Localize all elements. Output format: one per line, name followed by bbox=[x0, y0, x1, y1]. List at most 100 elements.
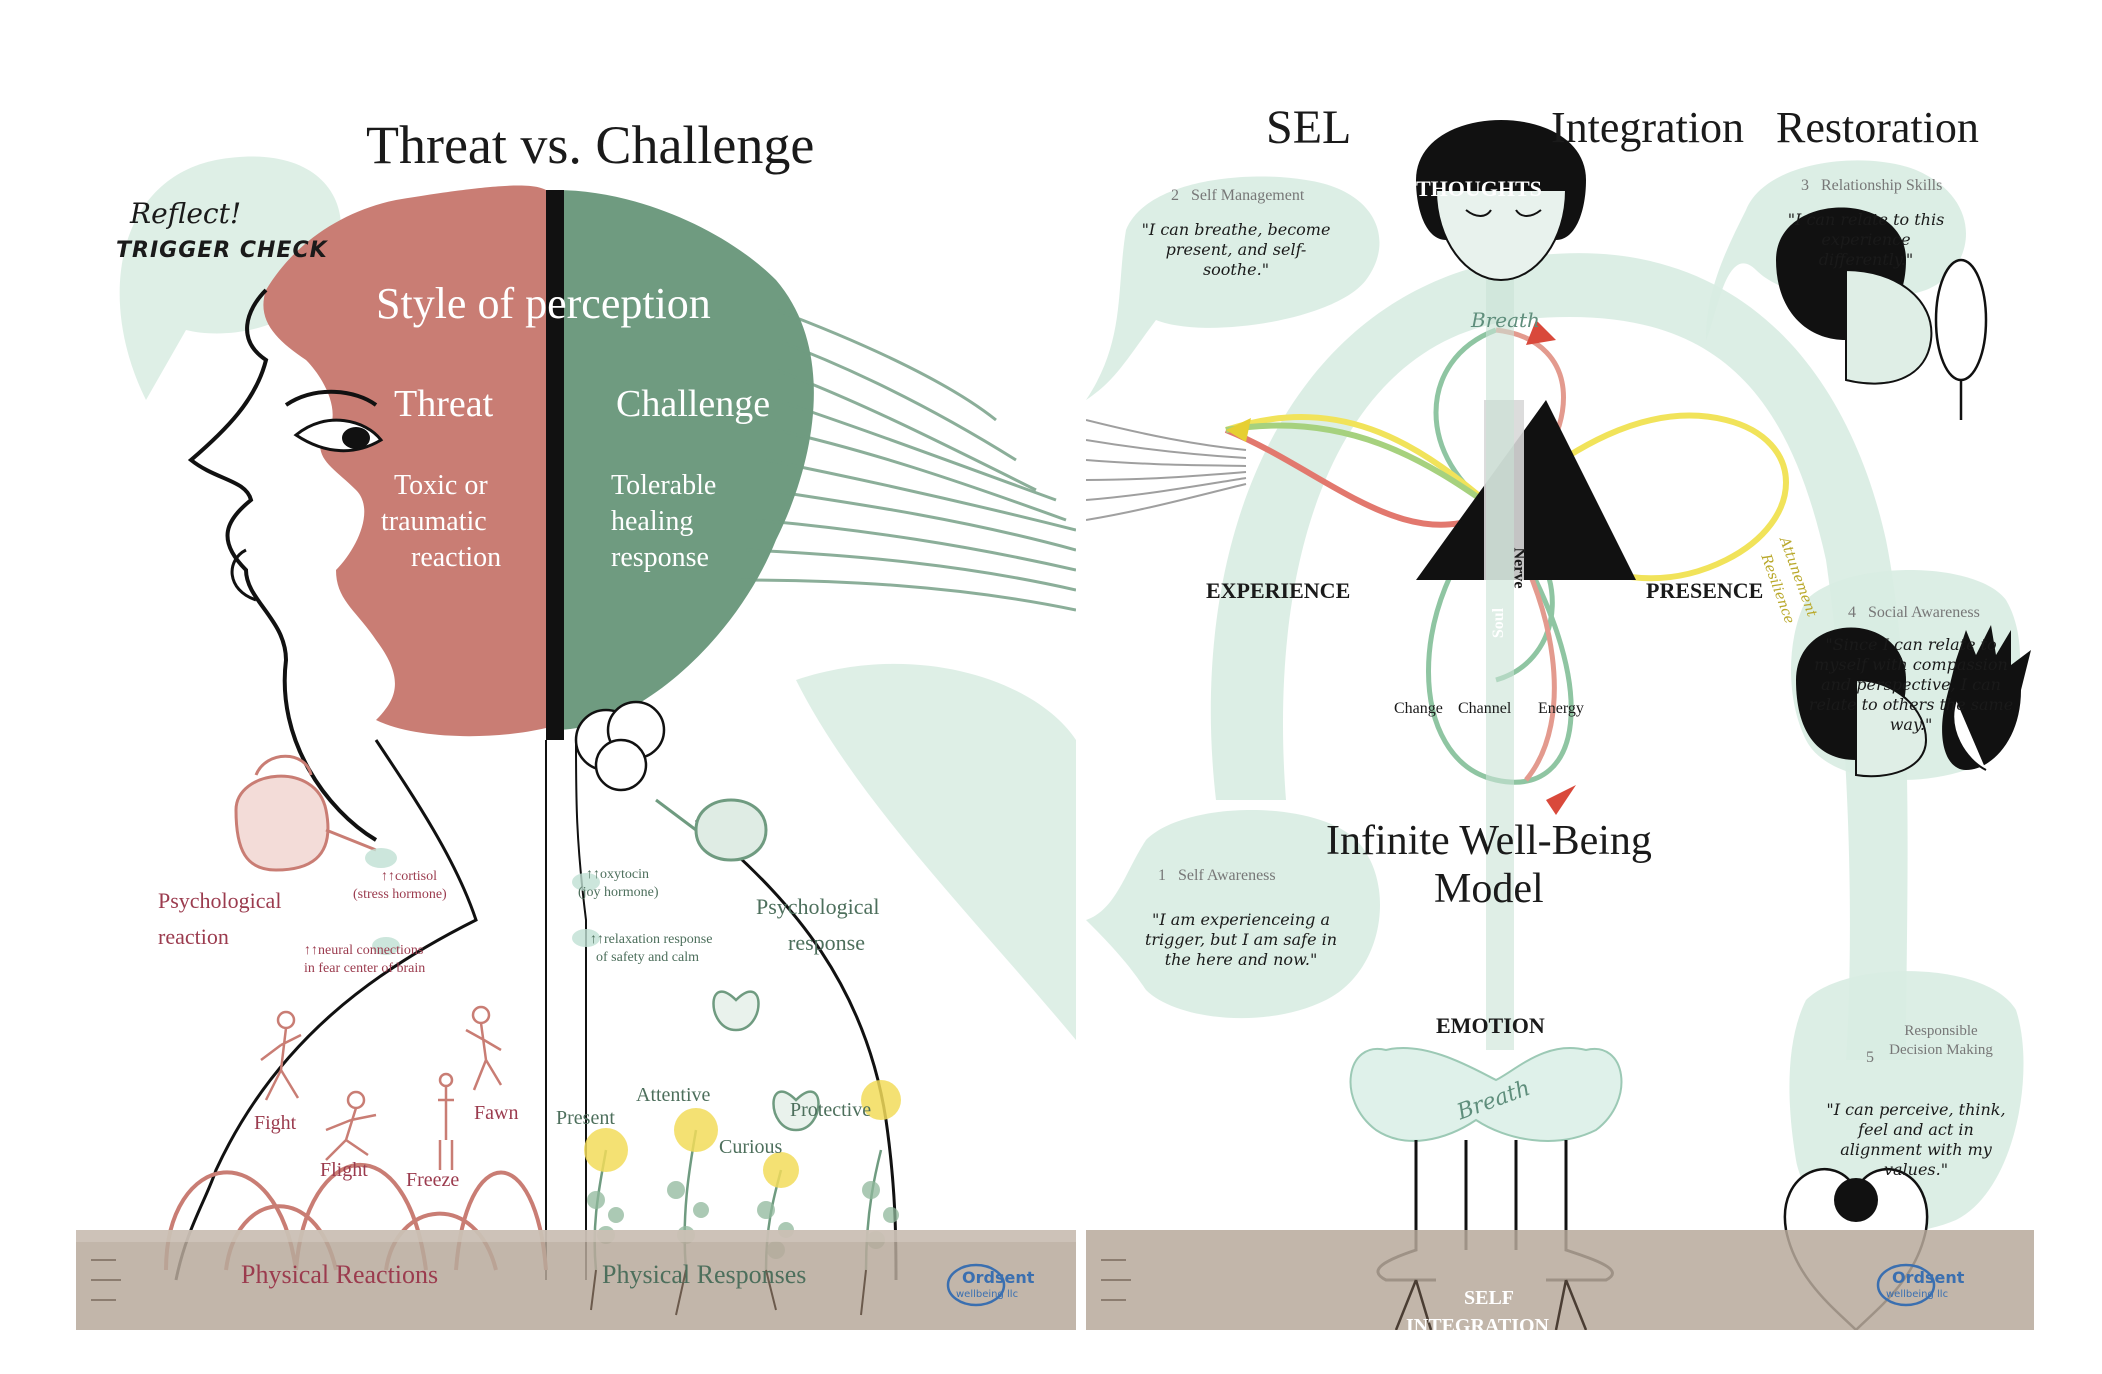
trigger-check-label: TRIGGER CHECK bbox=[116, 238, 328, 263]
physical-reactions: Physical Reactions bbox=[241, 1260, 439, 1289]
brand-tag-left: wellbeing llc bbox=[956, 1289, 1019, 1300]
psych-response-1: Psychological bbox=[756, 894, 880, 919]
challenge-label: Challenge bbox=[616, 383, 771, 425]
torso-outline bbox=[174, 739, 478, 1281]
mouth bbox=[230, 548, 257, 602]
response-protective: Protective bbox=[790, 1099, 872, 1121]
relaxation-2: of safety and calm bbox=[596, 950, 700, 965]
integration-label: Integration bbox=[1551, 103, 1745, 152]
triangle-change: Change bbox=[1394, 700, 1443, 717]
arrow-yellow-left bbox=[1226, 418, 1251, 442]
arrow-red-top bbox=[1526, 320, 1556, 345]
psych-reaction-2: reaction bbox=[158, 924, 229, 949]
artist-mark-right bbox=[1101, 1259, 1131, 1301]
item-4-quote: "Since I can relate to myself with compa… bbox=[1808, 635, 2014, 734]
item-3-title: Relationship Skills bbox=[1821, 177, 1943, 194]
face-profile bbox=[187, 288, 378, 842]
center-divider bbox=[546, 190, 564, 740]
challenge-desc-1: Tolerable bbox=[611, 470, 717, 501]
thoughts-head bbox=[1416, 120, 1586, 282]
running-figures bbox=[260, 1005, 503, 1170]
item-5-num: 5 bbox=[1866, 1049, 1874, 1066]
oxytocin-2: (joy hormone) bbox=[578, 885, 659, 900]
artist-mark bbox=[91, 1259, 121, 1301]
infinite-well-being-panel: SEL Integration Restoration THOUGHTS Bre… bbox=[1086, 40, 2034, 1330]
poppy-icon bbox=[574, 700, 666, 792]
breath-top: Breath bbox=[1471, 308, 1540, 332]
yellow-blossoms bbox=[584, 1080, 901, 1188]
butterflies bbox=[712, 990, 820, 1132]
facing-heads bbox=[1796, 625, 2031, 778]
bubble-decision bbox=[1789, 971, 2024, 1232]
physical-responses: Physical Responses bbox=[602, 1260, 807, 1289]
threat-vs-challenge-panel: Threat vs. Challenge Reflect! TRIGGER CH… bbox=[76, 40, 1076, 1330]
psych-reaction-1: Psychological bbox=[158, 888, 282, 913]
item-2-title: Self Management bbox=[1191, 187, 1305, 204]
hair-strokes bbox=[735, 308, 1076, 612]
reaction-fight: Fight bbox=[254, 1112, 297, 1134]
triangle bbox=[1416, 400, 1636, 580]
reaction-flight: Flight bbox=[320, 1159, 368, 1181]
reflect-label: Reflect! bbox=[130, 197, 242, 230]
response-present: Present bbox=[556, 1107, 615, 1129]
model-title-2: Model bbox=[1434, 866, 1544, 912]
threat-label: Threat bbox=[394, 383, 494, 425]
item-4-num: 4 bbox=[1848, 604, 1856, 621]
relaxation-1: ↑↑relaxation response bbox=[590, 932, 713, 947]
brand-logo-right bbox=[1876, 1263, 1936, 1307]
fan-strokes bbox=[1086, 419, 1247, 521]
mirror-icon bbox=[1934, 258, 1988, 420]
neural-1: ↑↑neural connections bbox=[304, 943, 424, 958]
reaction-fawn: Fawn bbox=[474, 1102, 519, 1124]
soul-label: Soul bbox=[1490, 607, 1508, 639]
triangle-energy: Energy bbox=[1538, 700, 1584, 717]
self-integration-1: SELF bbox=[1464, 1287, 1515, 1309]
response-curious: Curious bbox=[719, 1136, 783, 1158]
reflect-bubble bbox=[119, 156, 342, 400]
item-5-quote: "I can perceive, think, feel and act in … bbox=[1826, 1100, 2006, 1179]
nerve-label: Nerve bbox=[1510, 547, 1528, 589]
style-of-perception: Style of perception bbox=[376, 279, 711, 328]
threat-desc-2: traumatic bbox=[381, 506, 487, 537]
right-illustration bbox=[1086, 120, 2034, 1330]
challenge-desc-2: healing bbox=[611, 506, 694, 537]
ground bbox=[76, 1230, 1076, 1330]
arrow-red-bottom bbox=[1546, 785, 1576, 815]
brand-name-left: Ordsent bbox=[962, 1268, 1035, 1287]
item-4-title: Social Awareness bbox=[1868, 604, 1980, 621]
psych-response-2: response bbox=[788, 930, 865, 955]
item-1-title: Self Awareness bbox=[1178, 867, 1276, 884]
item-2-num: 2 bbox=[1171, 187, 1179, 204]
brand-name-right: Ordsent bbox=[1892, 1268, 1965, 1287]
oxytocin-1: ↑↑oxytocin bbox=[586, 867, 649, 882]
lungs bbox=[1349, 1047, 1623, 1142]
item-3-quote: "I can relate to this experience differe… bbox=[1787, 210, 1945, 269]
mint-leaf bbox=[796, 663, 1076, 1040]
threat-desc-1: Toxic or bbox=[394, 470, 488, 501]
torso-outline-right bbox=[695, 818, 898, 1281]
bubble-self-awareness bbox=[1086, 810, 1380, 1019]
thoughts-label: THOUGHTS bbox=[1416, 176, 1542, 201]
reaction-freeze: Freeze bbox=[406, 1169, 460, 1191]
item-2-quote: "I can breathe, become present, and self… bbox=[1141, 220, 1331, 279]
model-title-1: Infinite Well-Being bbox=[1326, 818, 1652, 864]
threat-head bbox=[263, 185, 546, 737]
item-1-quote: "I am experienceing a trigger, but I am … bbox=[1144, 910, 1338, 969]
item-1-num: 1 bbox=[1158, 867, 1166, 884]
presence-label: PRESENCE bbox=[1646, 578, 1764, 603]
sel-label: SEL bbox=[1266, 101, 1352, 154]
neck-right bbox=[575, 739, 587, 1280]
neural-2: in fear center of brain bbox=[304, 961, 426, 976]
cortisol-2: (stress hormone) bbox=[353, 887, 447, 902]
profile-head-right bbox=[1776, 207, 1933, 385]
emotion-label: EMOTION bbox=[1436, 1013, 1545, 1038]
item-5-title: Responsible Decision Making bbox=[1889, 1023, 1993, 1058]
red-kettle-icon bbox=[234, 754, 377, 872]
left-illustration bbox=[76, 156, 1076, 1330]
restoration-label: Restoration bbox=[1776, 103, 1979, 152]
left-title: Threat vs. Challenge bbox=[366, 115, 815, 175]
brand-logo bbox=[946, 1263, 1006, 1307]
green-watering-can-icon bbox=[655, 798, 768, 862]
brand-tag-right: wellbeing llc bbox=[1886, 1289, 1949, 1300]
vertical-channel bbox=[1486, 270, 1514, 1050]
